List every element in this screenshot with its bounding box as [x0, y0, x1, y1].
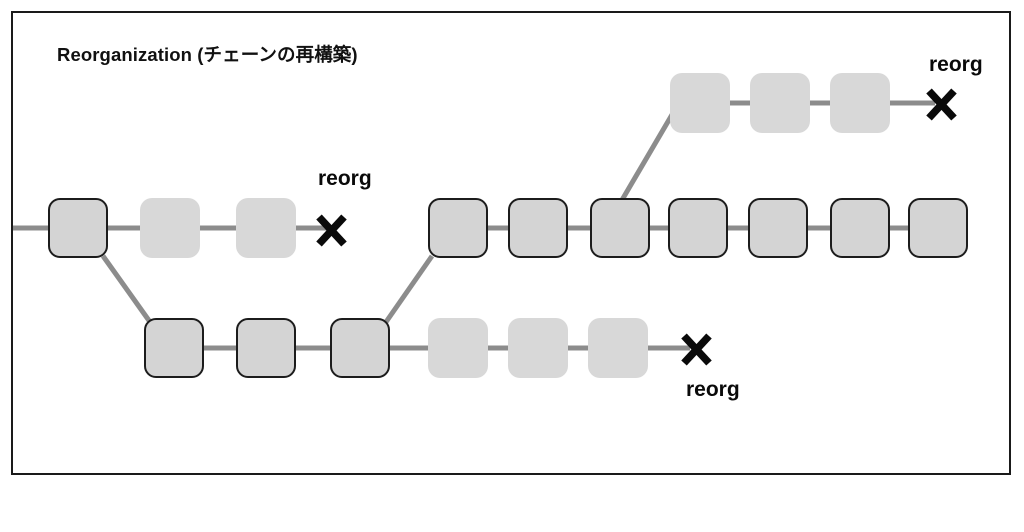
- block-upper-1[interactable]: [670, 73, 730, 133]
- reorg-label-top: reorg: [929, 53, 983, 76]
- page-title: Reorganization (チェーンの再構築): [57, 44, 358, 65]
- x-mark-top-branch: [926, 88, 957, 121]
- block-main-1[interactable]: [428, 198, 488, 258]
- block-main-2[interactable]: [508, 198, 568, 258]
- block-lower-2[interactable]: [236, 318, 296, 378]
- block-main-4[interactable]: [668, 198, 728, 258]
- block-main-5[interactable]: [748, 198, 808, 258]
- block-lower-4[interactable]: [428, 318, 488, 378]
- block-lower-6[interactable]: [588, 318, 648, 378]
- reorg-label-bottom: reorg: [686, 378, 740, 401]
- block-left-3[interactable]: [236, 198, 296, 258]
- block-upper-2[interactable]: [750, 73, 810, 133]
- block-lower-1[interactable]: [144, 318, 204, 378]
- block-upper-3[interactable]: [830, 73, 890, 133]
- block-main-7[interactable]: [908, 198, 968, 258]
- block-lower-5[interactable]: [508, 318, 568, 378]
- x-mark-left-branch: [316, 214, 347, 247]
- block-lower-3[interactable]: [330, 318, 390, 378]
- block-main-6[interactable]: [830, 198, 890, 258]
- block-left-1[interactable]: [48, 198, 108, 258]
- connector-lower3-main1-diagonal: [383, 254, 435, 324]
- connector-main3-upper1-diagonal: [619, 111, 676, 202]
- connector-left1-lower1-diagonal: [100, 254, 153, 324]
- x-mark-bottom-branch: [681, 333, 712, 366]
- block-left-2[interactable]: [140, 198, 200, 258]
- block-main-3[interactable]: [590, 198, 650, 258]
- reorg-label-left: reorg: [318, 167, 372, 190]
